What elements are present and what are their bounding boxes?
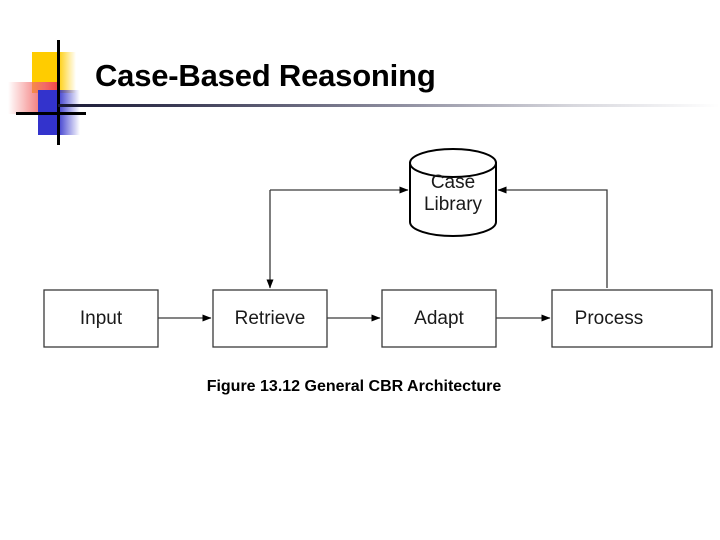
slide-title: Case-Based Reasoning [95, 58, 436, 93]
node-retrieve-shape [212, 289, 328, 348]
slide-design-logo [0, 40, 100, 145]
diagram-canvas [43, 148, 713, 348]
node-case-library-shape [409, 148, 497, 237]
figure-caption: Figure 13.12 General CBR Architecture [206, 378, 502, 395]
node-case-library-label-line1: Case [430, 172, 476, 193]
node-input-label: Input [79, 308, 123, 329]
logo-horizontal-line [16, 112, 86, 115]
node-adapt-label: Adapt [414, 308, 464, 329]
cbr-architecture-diagram: Case Library Input Retrieve Adapt Proces… [43, 148, 713, 395]
node-process-label: Process [574, 308, 644, 329]
edge-process-to-library [497, 186, 608, 288]
node-input-shape [43, 289, 159, 348]
logo-vertical-line [57, 40, 60, 145]
node-retrieve-label: Retrieve [234, 308, 306, 329]
node-process-shape [551, 289, 713, 348]
node-case-library-label-line2: Library [423, 194, 483, 215]
node-adapt-shape [381, 289, 497, 348]
title-underline-rule [58, 104, 720, 107]
